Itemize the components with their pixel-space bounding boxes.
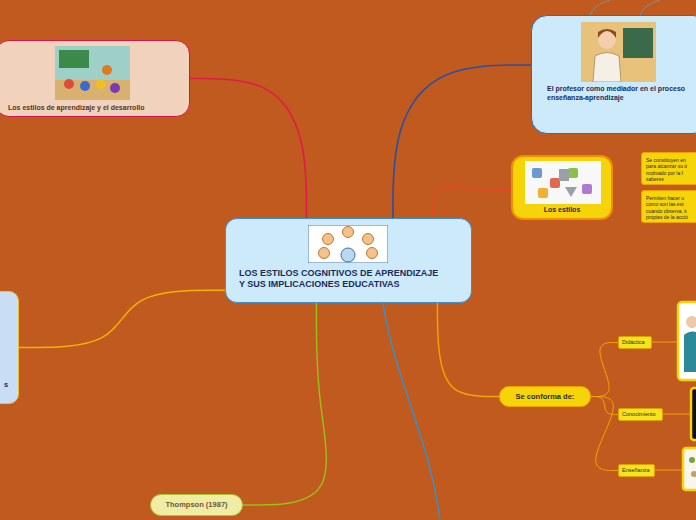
illustration bbox=[525, 161, 601, 204]
node-label: Los estilos bbox=[517, 206, 607, 215]
branch-connector bbox=[591, 397, 618, 415]
node-label: Thompson (1987) bbox=[155, 500, 238, 509]
topic-box: El profesor como mediador en el proceso … bbox=[531, 15, 696, 134]
node-label: LOS ESTILOS COGNITIVOS DE APRENDIZAJE Y … bbox=[239, 268, 441, 291]
illustration bbox=[581, 22, 656, 82]
node-label: Se constituyen en para alcanzar su ó mot… bbox=[646, 157, 696, 182]
branch-connector bbox=[437, 303, 499, 397]
branch-connector bbox=[19, 290, 225, 347]
illustration bbox=[55, 46, 130, 100]
node-label: Se conforma de: bbox=[504, 392, 586, 401]
branch-connector bbox=[243, 303, 326, 505]
node-label: Conocimiento bbox=[622, 411, 660, 418]
topic-box: s bbox=[0, 291, 19, 404]
central-topic: LOS ESTILOS COGNITIVOS DE APRENDIZAJE Y … bbox=[225, 218, 472, 303]
note-box: Permiten hacer u como son las est cuando… bbox=[641, 190, 696, 223]
leaf-box: Didáctica bbox=[618, 336, 652, 349]
leaf-box: Enseñanza bbox=[618, 464, 655, 477]
branch-connector bbox=[432, 186, 511, 218]
branch-line bbox=[590, 0, 610, 16]
image-tile bbox=[683, 448, 696, 490]
image-tile bbox=[691, 388, 696, 440]
leaf-box: Conocimiento bbox=[618, 408, 663, 421]
node-label: s bbox=[4, 380, 14, 389]
node-label: Permiten hacer u como son las est cuando… bbox=[646, 195, 696, 220]
branch-line bbox=[383, 303, 440, 520]
node-label: Enseñanza bbox=[622, 467, 652, 474]
leader-line bbox=[652, 342, 678, 343]
node-label: Los estilos de aprendizaje y el desarrol… bbox=[8, 104, 183, 113]
branch-connector bbox=[190, 79, 307, 219]
subtopic-pill: Thompson (1987) bbox=[150, 494, 243, 516]
illustration bbox=[308, 225, 388, 263]
node-label: Didáctica bbox=[622, 339, 649, 346]
topic-box: Los estilos de aprendizaje y el desarrol… bbox=[0, 40, 190, 117]
image-tile bbox=[678, 302, 696, 380]
subtopic-pill: Se conforma de: bbox=[499, 386, 591, 407]
leader-line bbox=[663, 414, 691, 415]
leader-line bbox=[655, 470, 683, 471]
branch-line bbox=[640, 0, 660, 16]
note-box: Se constituyen en para alcanzar su ó mot… bbox=[641, 152, 696, 185]
subtopic-box: Los estilos bbox=[511, 155, 613, 220]
node-label: El profesor como mediador en el proceso … bbox=[547, 85, 690, 103]
branch-connector bbox=[591, 342, 618, 396]
branch-connector bbox=[591, 397, 618, 471]
